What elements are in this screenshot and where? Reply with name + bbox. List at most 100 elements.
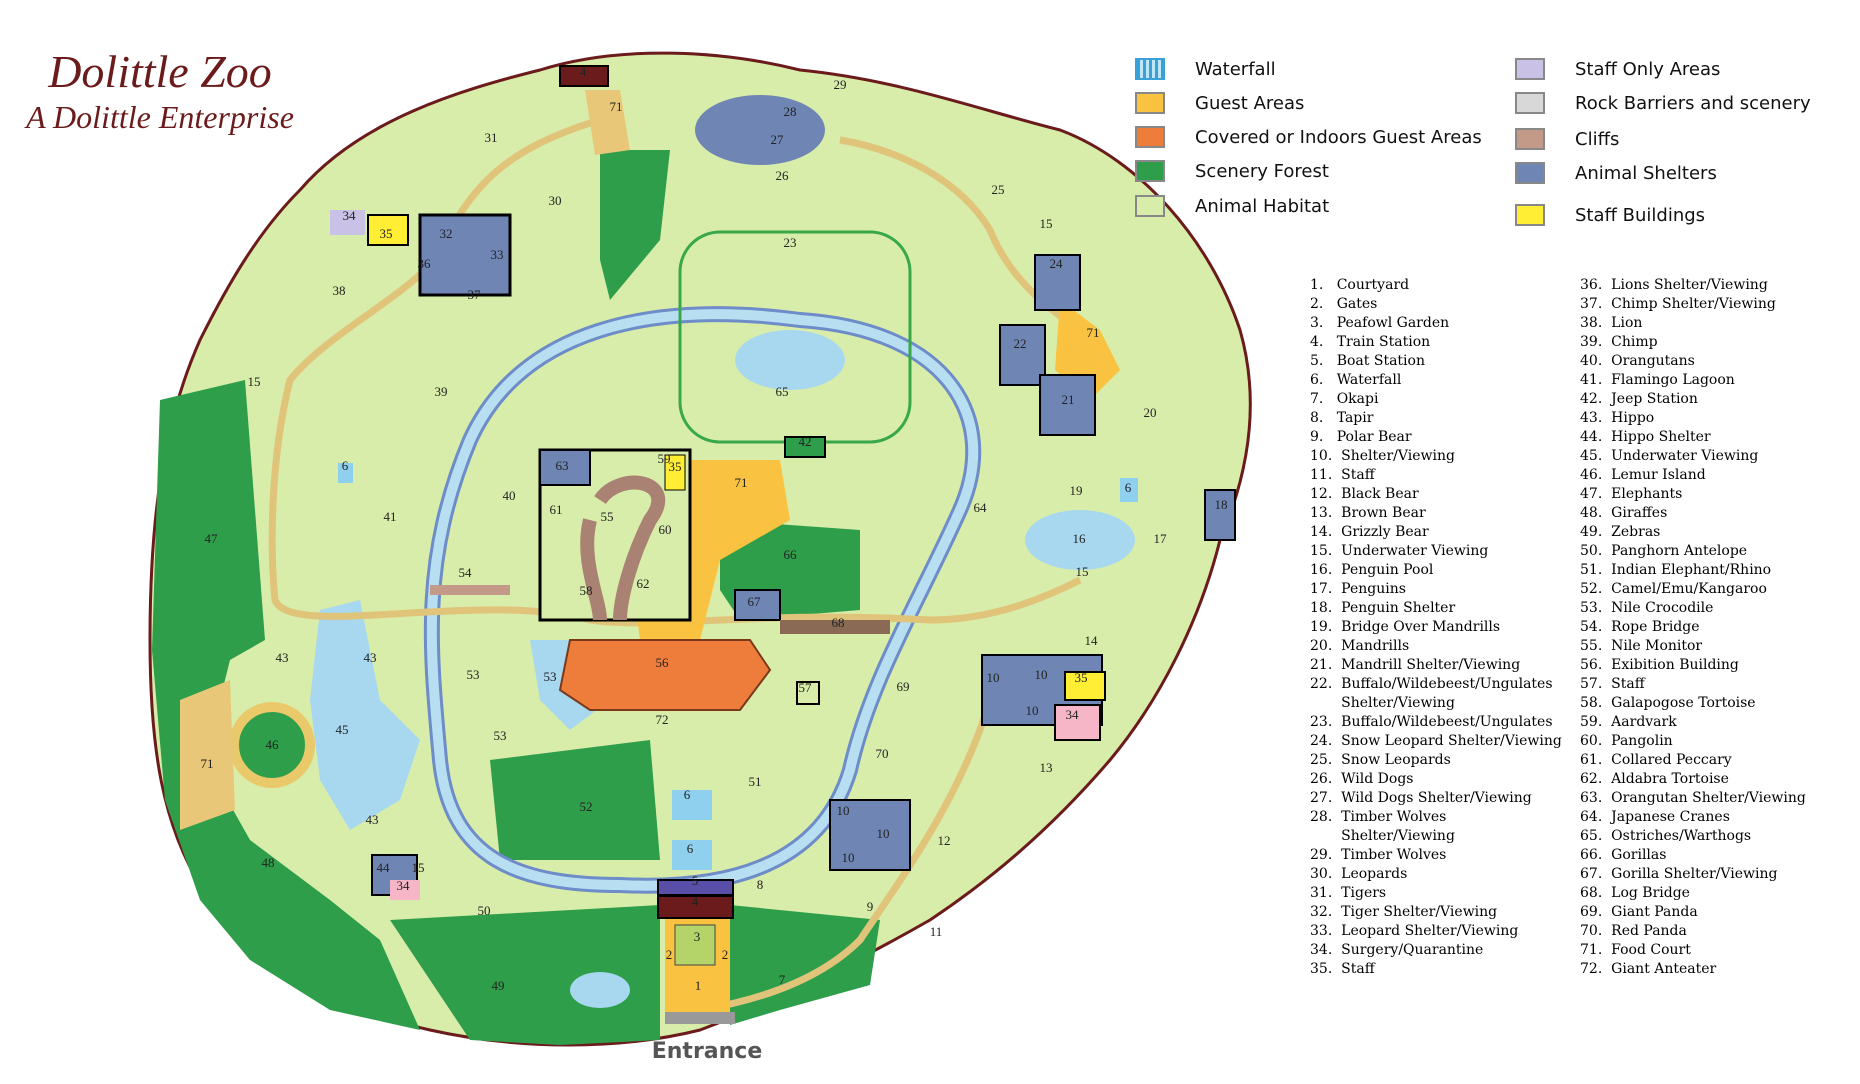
map-area-number: 8	[757, 877, 764, 892]
legend-item: Covered or Indoors Guest Areas	[1135, 126, 1482, 148]
key-entry: 55. Nile Monitor	[1580, 638, 1703, 654]
key-entry: 56. Exibition Building	[1580, 657, 1739, 673]
map-area-number: 65	[776, 384, 789, 399]
legend-label: Staff Buildings	[1575, 204, 1706, 226]
map-area-number: 5	[692, 873, 699, 888]
train-station-south	[657, 895, 734, 919]
entrance-gate	[665, 1012, 735, 1024]
map-area-number: 60	[659, 522, 672, 537]
map-area-number: 64	[974, 500, 988, 515]
staff-35-north	[367, 214, 409, 246]
key-entry: 36. Lions Shelter/Viewing	[1580, 277, 1768, 293]
key-entry: 59. Aardvark	[1580, 714, 1677, 730]
key-entry: 2. Gates	[1310, 296, 1378, 312]
legend-label: Scenery Forest	[1195, 160, 1329, 182]
map-area-number: 29	[834, 77, 847, 92]
rope-bridge	[430, 585, 510, 595]
key-entry: 64. Japanese Cranes	[1580, 809, 1730, 825]
key-entry: 11. Staff	[1310, 467, 1375, 483]
key-entry: 16. Penguin Pool	[1310, 562, 1434, 578]
map-area-number: 25	[992, 182, 1005, 197]
map-area-number: 68	[832, 615, 845, 630]
map-area-number: 11	[930, 924, 943, 939]
map-area-number: 48	[262, 855, 275, 870]
map-area-number: 35	[1075, 670, 1088, 685]
map-area-number: 10	[987, 670, 1000, 685]
map-area-number: 69	[897, 679, 910, 694]
map-area-number: 10	[1026, 703, 1039, 718]
staff-35-east	[1064, 671, 1106, 701]
key-entry: 71. Food Court	[1580, 942, 1691, 958]
key-entry: 20. Mandrills	[1310, 638, 1410, 654]
map-area-number: 6	[1125, 480, 1132, 495]
key-entry: 7. Okapi	[1310, 391, 1379, 407]
key-entry: 17. Penguins	[1310, 581, 1406, 597]
legend-item: Staff Buildings	[1515, 204, 1705, 226]
key-entry: 25. Snow Leopards	[1310, 752, 1451, 768]
legend-label: Rock Barriers and scenery	[1575, 92, 1811, 114]
legend-label: Staff Only Areas	[1575, 58, 1721, 80]
log-bridge	[780, 620, 890, 634]
key-entry: 49. Zebras	[1580, 524, 1661, 540]
map-area-number: 20	[1144, 405, 1157, 420]
map-area-number: 15	[1040, 216, 1053, 231]
map-area-number: 41	[384, 509, 397, 524]
legend-item: Scenery Forest	[1135, 160, 1329, 182]
map-area-number: 52	[580, 799, 593, 814]
zoo-tagline: A Dolittle Enterprise	[26, 99, 294, 135]
key-entry: 31. Tigers	[1310, 885, 1387, 901]
waterfall-east	[1120, 478, 1138, 502]
map-area-number: 10	[1035, 667, 1048, 682]
map-area-number: 37	[468, 287, 482, 302]
legend-item: Cliffs	[1515, 128, 1619, 150]
map-area-number: 45	[336, 722, 349, 737]
map-area-number: 22	[1014, 336, 1027, 351]
map-area-number: 70	[876, 746, 889, 761]
map-area-number: 35	[380, 226, 393, 241]
key-entry: 22. Buffalo/Wildebeest/Ungulates	[1310, 676, 1553, 692]
key-entry: 54. Rope Bridge	[1580, 619, 1700, 635]
key-entry: 29. Timber Wolves	[1310, 847, 1447, 863]
legend-item: Staff Only Areas	[1515, 58, 1720, 80]
map-area-number: 4	[692, 894, 699, 909]
map-area-number: 2	[722, 947, 729, 962]
key-entry: 50. Panghorn Antelope	[1580, 543, 1748, 559]
key-entry: 47. Elephants	[1580, 486, 1683, 502]
map-area-number: 15	[248, 374, 261, 389]
key-entry: 24. Snow Leopard Shelter/Viewing	[1310, 733, 1562, 749]
legend-swatch	[1515, 128, 1545, 150]
map-area-number: 2	[666, 947, 673, 962]
map-area-number: 42	[799, 434, 812, 449]
legend-item: Guest Areas	[1135, 92, 1304, 114]
exhibition-building	[558, 639, 772, 711]
staff-57	[796, 681, 820, 705]
map-area-number: 33	[491, 247, 504, 262]
legend-swatch	[1135, 160, 1165, 182]
map-area-number: 12	[938, 833, 951, 848]
key-entry: 58. Galapogose Tortoise	[1580, 695, 1756, 711]
peafowl-garden	[674, 924, 716, 966]
legend-item: Waterfall	[1135, 58, 1276, 80]
map-area-number: 30	[549, 193, 562, 208]
map-area-number: 18	[1215, 497, 1228, 512]
legend-item: Rock Barriers and scenery	[1515, 92, 1811, 114]
map-area-number: 28	[784, 104, 797, 119]
key-entry: 39. Chimp	[1580, 334, 1658, 350]
shelter-10-south	[829, 799, 911, 871]
orangutan-shelter	[539, 449, 591, 486]
key-entry: 72. Giant Anteater	[1580, 961, 1717, 977]
map-area-number: 6	[687, 841, 694, 856]
map-area-number: 43	[364, 650, 377, 665]
lagoon-west	[310, 600, 420, 830]
zoo-name: Dolittle Zoo	[48, 46, 272, 97]
legend-item: Animal Shelters	[1515, 162, 1717, 184]
key-entry: 5. Boat Station	[1310, 353, 1425, 369]
legend-label: Cliffs	[1575, 128, 1620, 150]
legend-swatch	[1515, 58, 1545, 80]
map-area-number: 49	[492, 978, 505, 993]
key-entry: 32. Tiger Shelter/Viewing	[1310, 904, 1498, 920]
entrance-label: Entrance	[652, 1039, 763, 1064]
